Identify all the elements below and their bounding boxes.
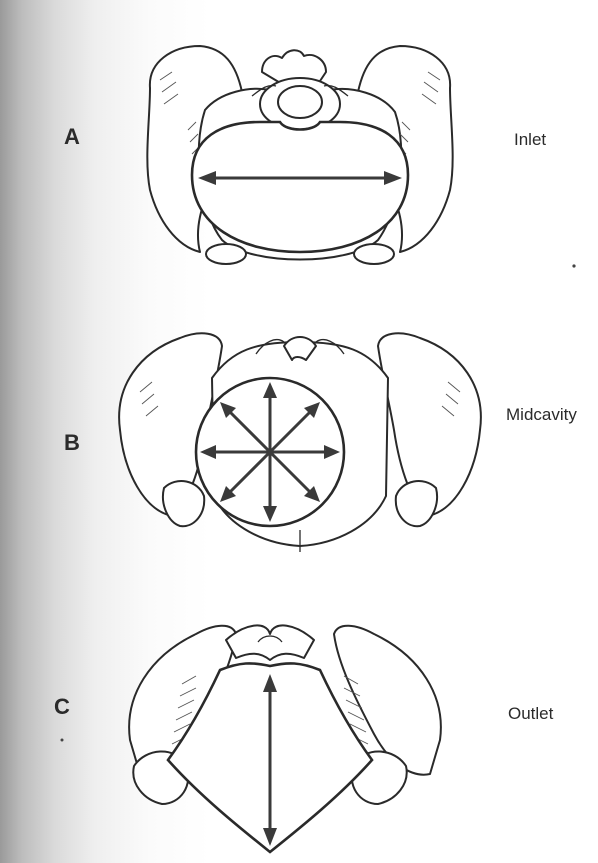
midcavity-pelvis-drawing <box>0 290 598 570</box>
panel-midcavity: B Midcavity <box>0 290 598 570</box>
panel-outlet: C Outlet <box>0 600 598 863</box>
outlet-pelvis-drawing <box>0 600 598 863</box>
inlet-pelvis-drawing <box>0 0 598 290</box>
panel-inlet: A Inlet <box>0 0 598 290</box>
